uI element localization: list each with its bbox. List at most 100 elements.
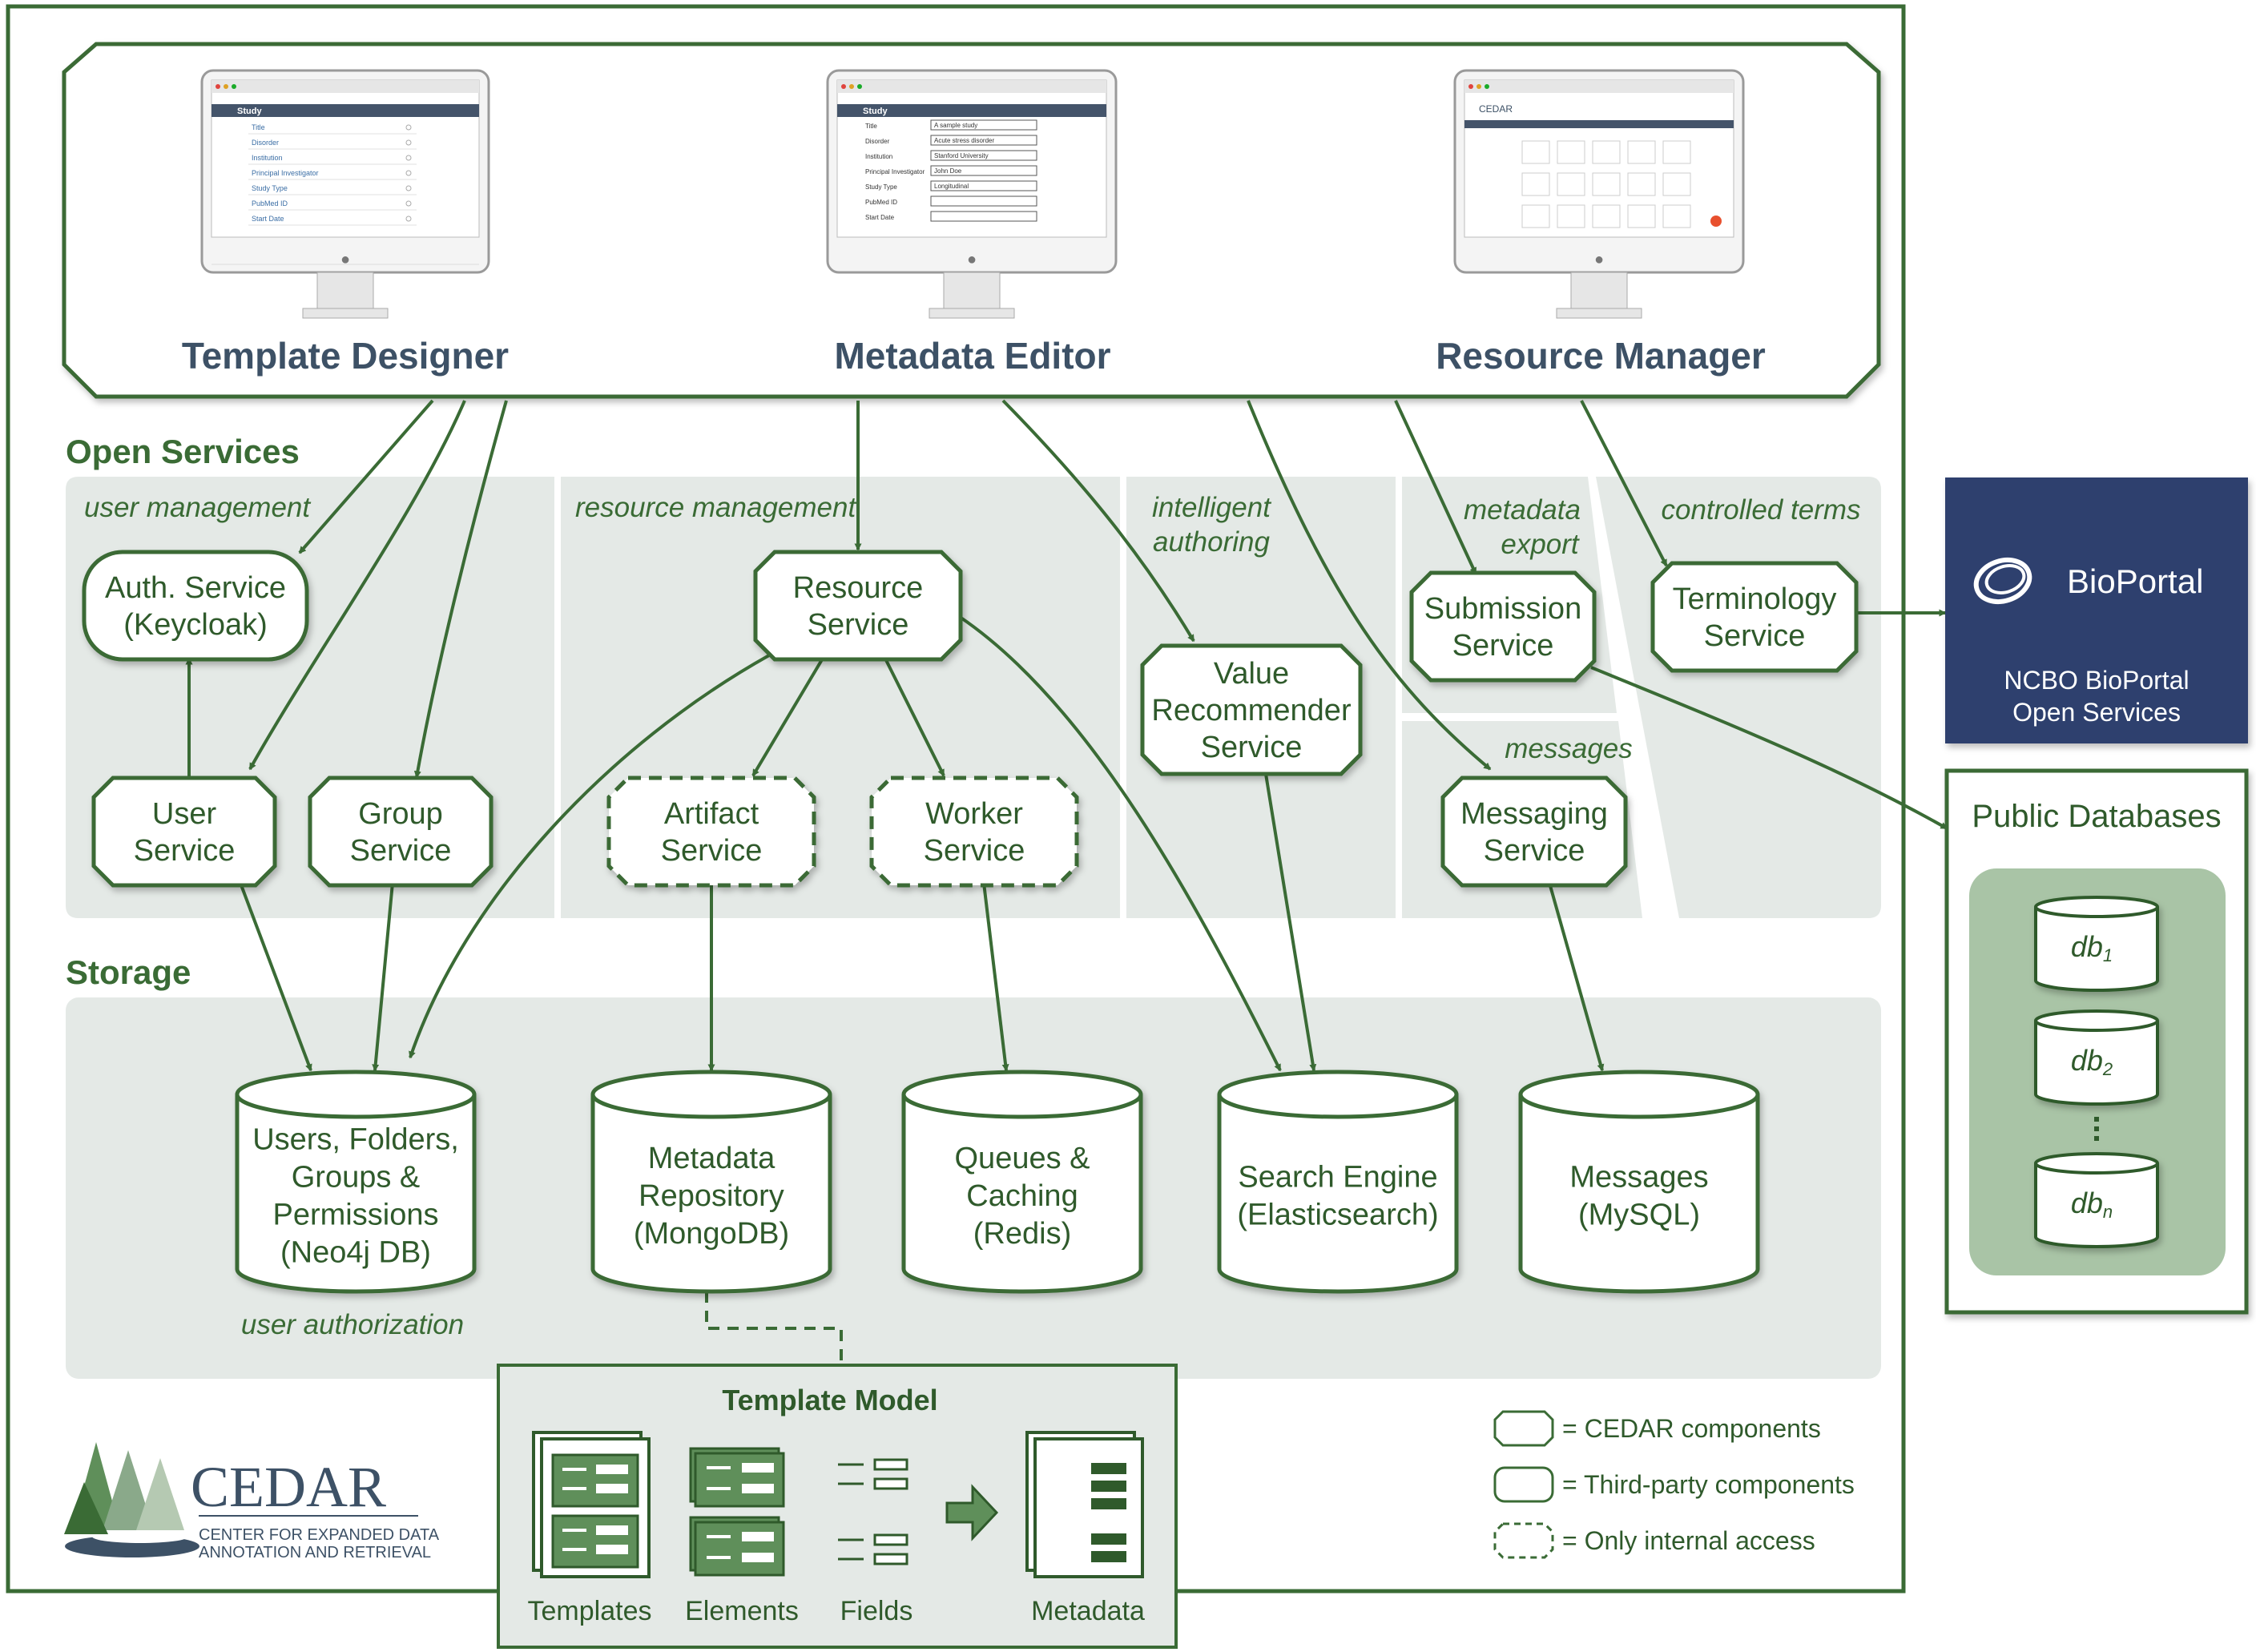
service-artifact-label: Service — [661, 834, 763, 868]
editor-field-label: Principal Investigator — [865, 168, 925, 175]
service-auth-label: (Keycloak) — [123, 608, 268, 642]
label-messages: messages — [1505, 733, 1633, 764]
arrow-resource-to-worker — [883, 656, 945, 777]
legend-swatch-internal — [1493, 1522, 1554, 1559]
editor-field-value: Acute stress disorder — [934, 137, 994, 144]
service-group-label: Service — [350, 834, 452, 868]
public-db-1: db1 — [2034, 896, 2159, 992]
service-value-recommender-label: Recommender — [1151, 694, 1352, 727]
legend-internal-access: = Only internal access — [1562, 1526, 1815, 1555]
public-db-label: dbn — [2071, 1187, 2113, 1222]
bioportal-box: BioPortal NCBO BioPortal Open Services — [1945, 477, 2248, 743]
template-model-item-elements: Elements — [685, 1596, 799, 1626]
bioportal-line2: Open Services — [2012, 698, 2181, 727]
arrow-worker-to-queues — [982, 882, 1009, 1072]
arrow-user-to-users-db — [239, 882, 312, 1072]
label-controlled-terms: controlled terms — [1662, 494, 1861, 526]
service-worker-label: Worker — [925, 797, 1023, 831]
storage-search-label: (Elasticsearch) — [1237, 1199, 1438, 1232]
editor-field-label: Institution — [865, 153, 892, 160]
bioportal-logo-text: BioPortal — [2067, 562, 2203, 600]
apple-logo-icon: ● — [1594, 251, 1604, 268]
editor-field-value: John Doe — [934, 167, 962, 175]
monitor-template-designer: Study TitleDisorderInstitutionPrincipal … — [200, 69, 490, 319]
monitor-resource-manager: CEDAR ● — [1453, 69, 1745, 319]
designer-field-label: Title — [252, 123, 265, 131]
storage-messages: Messages(MySQL) — [1518, 1070, 1760, 1294]
storage-users-label: Groups & — [292, 1161, 421, 1195]
editor-screen-section: Study — [863, 107, 888, 116]
cedar-logo: CEDAR CENTER FOR EXPANDED DATA ANNOTATIO… — [64, 1442, 440, 1561]
service-terminology-label: Terminology — [1673, 582, 1837, 616]
label-user-authorization: user authorization — [241, 1309, 464, 1340]
service-messaging-label: Messaging — [1460, 797, 1608, 831]
arrow-resource-to-artifact — [751, 655, 825, 777]
editor-field-value: Stanford University — [934, 152, 989, 159]
storage-users: Users, Folders,Groups &Permissions(Neo4j… — [235, 1070, 477, 1294]
storage-users-label: Users, Folders, — [252, 1123, 459, 1157]
arrow-designer-to-user — [248, 400, 466, 771]
fields-icon — [838, 1458, 908, 1565]
elements-icon — [689, 1447, 785, 1577]
designer-field-label: PubMed ID — [252, 199, 288, 208]
storage-queues: Queues & Caching (Redis) — [901, 1070, 1143, 1294]
public-db-3: dbn — [2034, 1152, 2159, 1248]
arrow-right-icon — [945, 1484, 999, 1541]
storage-search-label: Search Engine — [1238, 1161, 1437, 1195]
designer-screen-section: Study — [237, 107, 262, 116]
storage-metadata-repo-label: (MongoDB) — [634, 1217, 789, 1251]
arrow-designer-to-group — [413, 400, 508, 779]
service-submission-label: Service — [1452, 629, 1554, 663]
label-metadata: metadata — [1464, 494, 1581, 526]
service-group-label: Group — [358, 797, 443, 831]
designer-field-label: Institution — [252, 154, 283, 162]
service-artifact-label: Artifact — [664, 797, 759, 831]
designer-field-label: Principal Investigator — [252, 169, 319, 177]
arrow-editor-to-messaging — [1247, 400, 1492, 771]
storage-messages-label: Messages — [1569, 1161, 1708, 1195]
storage-search: Search Engine (Elasticsearch) — [1217, 1070, 1459, 1294]
arrow-manager-to-submission — [1394, 400, 1477, 575]
client-title-template-designer: Template Designer — [182, 335, 509, 377]
service-auth-label: Auth. Service — [105, 571, 286, 605]
apple-logo-icon: ● — [967, 251, 977, 268]
service-submission-label: Submission — [1424, 592, 1581, 626]
label-resource-management: resource management — [575, 492, 856, 523]
metadata-icon — [1025, 1431, 1144, 1578]
label-authoring: authoring — [1153, 526, 1270, 558]
template-model-item-metadata: Metadata — [1031, 1596, 1145, 1626]
dashed-link-repo-to-template-model — [705, 1291, 843, 1362]
service-terminology-label: Service — [1704, 619, 1806, 653]
storage-queues-label: Queues & — [955, 1142, 1090, 1175]
templates-icon — [532, 1431, 651, 1578]
arrow-group-to-users-db — [372, 882, 394, 1072]
label-intelligent: intelligent — [1152, 492, 1271, 523]
designer-field-label: Disorder — [252, 139, 279, 147]
client-title-resource-manager: Resource Manager — [1436, 335, 1766, 377]
service-resource-label: Resource — [793, 571, 924, 605]
template-model-item-templates: Templates — [528, 1596, 652, 1626]
storage-metadata-repo-label: Repository — [639, 1179, 784, 1213]
storage-metadata-repo-label: Metadata — [648, 1142, 776, 1175]
arrow-messaging-to-messages-db — [1548, 882, 1605, 1072]
public-db-label: db1 — [2071, 930, 2113, 965]
service-auth: Auth. Service(Keycloak) — [82, 550, 309, 662]
service-value-recommender-label: Service — [1201, 731, 1303, 764]
client-title-metadata-editor: Metadata Editor — [834, 335, 1110, 377]
editor-field-label: Disorder — [865, 138, 890, 145]
legend-third-party-components: = Third-party components — [1562, 1470, 1855, 1499]
storage-queues-label: (Redis) — [973, 1217, 1071, 1251]
cedar-logo-tagline-1: CENTER FOR EXPANDED DATA — [199, 1526, 440, 1544]
template-model-item-fields: Fields — [840, 1596, 913, 1626]
label-user-management: user management — [84, 492, 311, 523]
manager-screen-brand: CEDAR — [1479, 103, 1513, 115]
storage-queues-label: Caching — [966, 1179, 1078, 1213]
service-user-label: User — [152, 797, 217, 831]
